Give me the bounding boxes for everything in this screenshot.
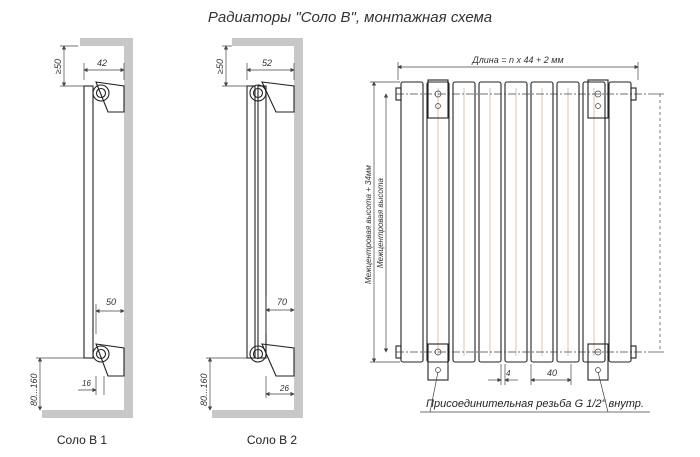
side-view-solo-v2: ≥50 52 70 26 80...160 Соло В 2 xyxy=(199,38,303,447)
dim-length: Длина = n x 44 + 2 мм xyxy=(471,55,563,65)
side-view-solo-v1: ≥50 42 50 16 80...160 Соло В 1 xyxy=(29,38,133,447)
floor-left xyxy=(42,410,133,418)
front-view: Длина = n x 44 + 2 мм xyxy=(364,55,664,413)
caption-solo-v1: Соло В 1 xyxy=(57,433,108,447)
wall-middle xyxy=(294,38,303,418)
dim-floor-v1: 80...160 xyxy=(29,373,39,406)
section-6 xyxy=(530,81,554,363)
dim-top-gap-v1: ≥50 xyxy=(53,59,63,74)
top-bracket-v1 xyxy=(95,81,125,113)
bottom-pipe-v2 xyxy=(249,345,267,363)
bottom-pipe-v1 xyxy=(92,345,110,363)
thread-note: Присоединительная резьба G 1/2" внутр. xyxy=(426,398,644,410)
outlet-icon xyxy=(594,348,602,356)
section-5 xyxy=(504,81,528,363)
dim-lower-width-v1: 50 xyxy=(106,297,116,307)
dim-height-outer: Межцентровая высота + 34мм xyxy=(364,165,373,284)
top-left-bracket xyxy=(427,79,449,119)
dim-floor-v2: 80...160 xyxy=(199,373,209,406)
inlet-icon xyxy=(594,90,602,98)
radiator-body-v1 xyxy=(83,85,94,359)
bottom-right-bracket xyxy=(587,343,609,381)
top-pipe-v2 xyxy=(249,84,267,102)
radiator-sections xyxy=(400,81,632,363)
page-title: Радиаторы "Соло В", монтажная схема xyxy=(208,9,492,26)
bottom-bracket-v2 xyxy=(261,343,295,377)
dim-top-width-v1: 42 xyxy=(97,58,107,68)
section-7 xyxy=(556,81,580,363)
dim-section: 40 xyxy=(547,368,557,378)
dim-top-gap-v2: ≥50 xyxy=(215,59,225,74)
section-1 xyxy=(400,81,424,363)
section-4 xyxy=(478,81,502,363)
dim-gap: 4 xyxy=(506,369,511,378)
dim-lower-width-v2: 70 xyxy=(277,297,287,307)
top-bracket-v2 xyxy=(261,81,295,113)
top-pipe-v1 xyxy=(92,84,110,102)
dim-bottom-offset-v1: 16 xyxy=(82,379,91,388)
outlet-icon xyxy=(434,348,442,356)
inlet-icon xyxy=(434,90,442,98)
radiator-body-v2-rear xyxy=(257,85,267,359)
section-9 xyxy=(608,81,632,363)
bottom-bracket-v1 xyxy=(95,343,125,377)
section-3 xyxy=(452,81,476,363)
section-8 xyxy=(582,81,606,363)
dim-bottom-offset-v2: 26 xyxy=(279,384,289,393)
floor-middle xyxy=(212,410,303,418)
ceiling-middle xyxy=(232,38,300,46)
wall-left xyxy=(124,38,133,418)
dim-top-width-v2: 52 xyxy=(262,58,272,68)
section-2 xyxy=(426,81,450,363)
dim-height-inner: Межцентровая высота xyxy=(376,178,385,268)
top-right-bracket xyxy=(587,79,609,119)
radiator-body-v2-front xyxy=(246,85,256,359)
caption-solo-v2: Соло В 2 xyxy=(247,433,298,447)
ceiling-left xyxy=(80,38,130,46)
